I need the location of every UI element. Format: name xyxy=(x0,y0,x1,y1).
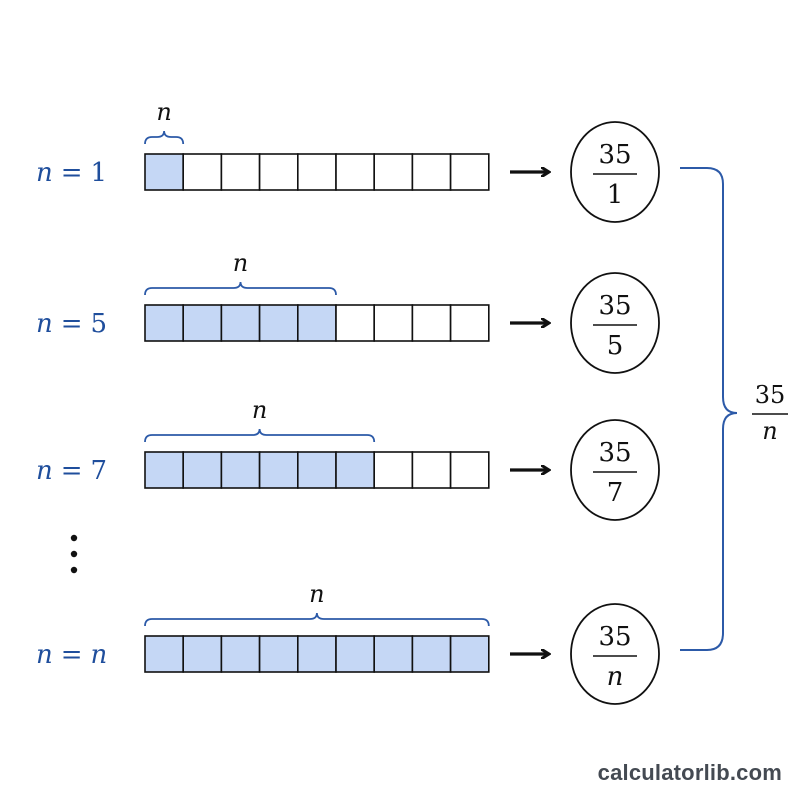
brace-label: n xyxy=(156,98,171,126)
row-label-equals: = xyxy=(61,640,83,670)
result-numerator: 35 xyxy=(755,381,786,409)
filled-cell xyxy=(296,635,337,673)
summary-bracket xyxy=(680,167,738,651)
filled-cell xyxy=(144,304,185,342)
row-label-equals: = xyxy=(61,309,83,339)
filled-cell xyxy=(258,304,299,342)
filled-cell xyxy=(373,635,414,673)
row-label-equals: = xyxy=(61,456,83,486)
filled-cell xyxy=(449,635,490,673)
result-denominator: n xyxy=(762,417,777,445)
filled-cell xyxy=(144,451,185,489)
fraction-circle xyxy=(570,121,660,223)
brace xyxy=(144,130,185,145)
empty-cell xyxy=(182,153,223,191)
row-label-variable: n xyxy=(36,640,53,670)
row-label: n = n xyxy=(36,640,107,670)
fraction-numerator: 35 xyxy=(598,291,631,321)
brace-label: n xyxy=(233,249,248,277)
diagram-row: n = 5 n 35 5 xyxy=(36,249,660,374)
fraction-circle xyxy=(570,603,660,705)
fraction-circle xyxy=(570,419,660,521)
filled-cell xyxy=(296,304,337,342)
empty-cell xyxy=(373,304,414,342)
fraction-numerator: 35 xyxy=(598,622,631,652)
filled-cell xyxy=(220,451,261,489)
brace-label: n xyxy=(309,580,324,608)
empty-cell xyxy=(449,451,490,489)
filled-cell xyxy=(144,635,185,673)
row-label: n = 5 xyxy=(36,309,107,339)
brace xyxy=(144,612,490,627)
row-label-equals: = xyxy=(61,158,83,188)
filled-cell xyxy=(182,635,223,673)
filled-cell xyxy=(220,304,261,342)
diagram-row: n = n n 35 n xyxy=(36,580,660,705)
empty-cell xyxy=(411,451,452,489)
filled-cell xyxy=(411,635,452,673)
fraction-denominator: 7 xyxy=(607,478,624,508)
fraction-denominator: n xyxy=(607,662,624,692)
diagram-row: n = 7 n 35 7 xyxy=(36,396,660,521)
watermark: calculatorlib.com xyxy=(597,760,782,785)
row-label: n = 1 xyxy=(36,158,107,188)
brace xyxy=(144,281,337,296)
filled-cell xyxy=(182,304,223,342)
row-label: n = 7 xyxy=(36,456,107,486)
filled-cell xyxy=(296,451,337,489)
fraction-denominator: 5 xyxy=(607,331,624,361)
empty-cell xyxy=(220,153,261,191)
filled-cell xyxy=(335,451,376,489)
filled-cell xyxy=(182,451,223,489)
empty-cell xyxy=(335,153,376,191)
filled-cell xyxy=(220,635,261,673)
vertical-ellipsis-icon xyxy=(70,534,78,574)
row-label-value: 1 xyxy=(91,158,108,188)
brace-label: n xyxy=(252,396,267,424)
empty-cell xyxy=(449,304,490,342)
row-label-variable: n xyxy=(36,158,53,188)
filled-cell xyxy=(258,635,299,673)
empty-cell xyxy=(449,153,490,191)
row-label-value: n xyxy=(91,640,108,670)
result-fraction: 35 n xyxy=(752,381,788,445)
empty-cell xyxy=(335,304,376,342)
row-label-value: 5 xyxy=(91,309,108,339)
fraction-numerator: 35 xyxy=(598,438,631,468)
row-label-variable: n xyxy=(36,456,53,486)
empty-cell xyxy=(296,153,337,191)
filled-cell xyxy=(144,153,185,191)
empty-cell xyxy=(411,153,452,191)
fraction-numerator: 35 xyxy=(598,140,631,170)
filled-cell xyxy=(335,635,376,673)
filled-cell xyxy=(258,451,299,489)
row-label-variable: n xyxy=(36,309,53,339)
empty-cell xyxy=(411,304,452,342)
row-label-value: 7 xyxy=(91,456,108,486)
fraction-denominator: 1 xyxy=(607,180,624,210)
brace xyxy=(144,428,376,443)
empty-cell xyxy=(258,153,299,191)
fraction-circle xyxy=(570,272,660,374)
diagram-row: n = 1 n 35 1 xyxy=(36,98,660,223)
empty-cell xyxy=(373,153,414,191)
empty-cell xyxy=(373,451,414,489)
